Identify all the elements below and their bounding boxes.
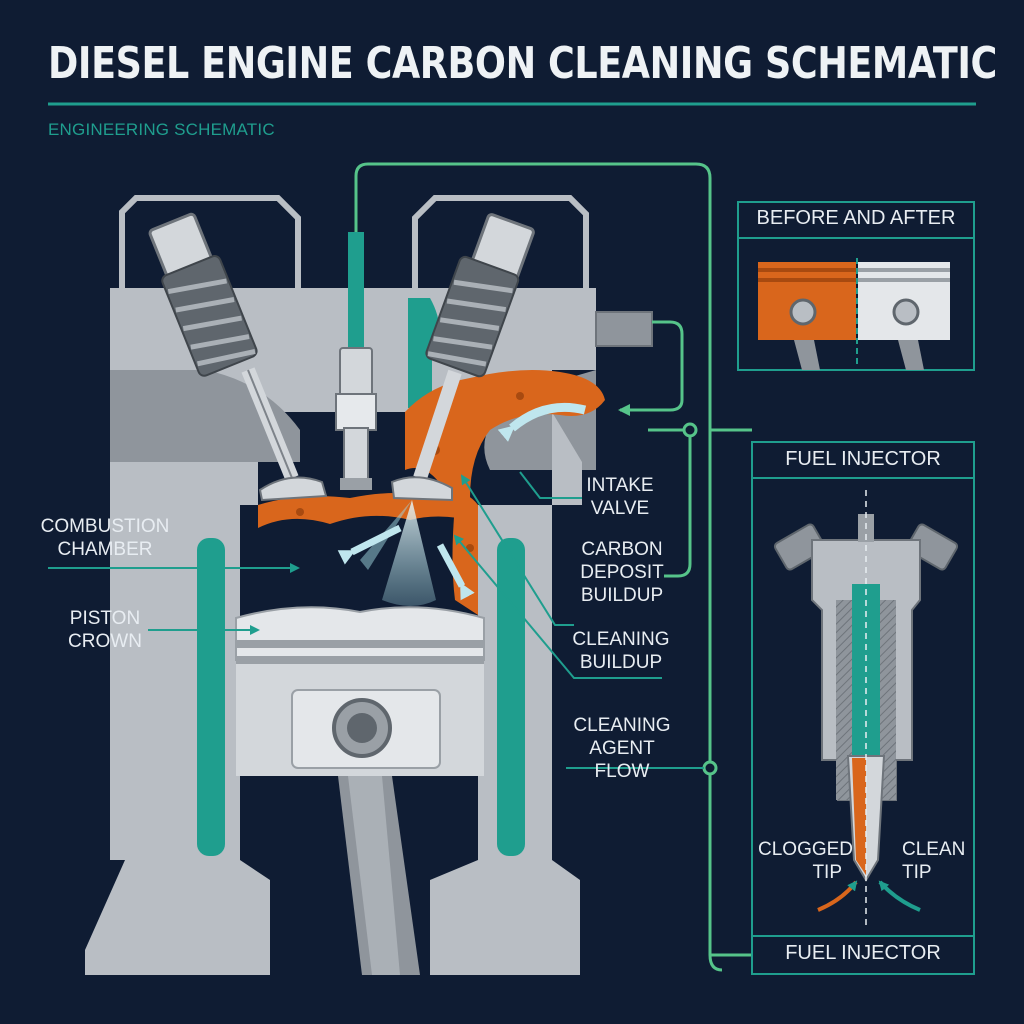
valve-left <box>148 212 328 502</box>
label-clogged-tip: CLOGGED TIP <box>758 839 854 883</box>
injector-panel-footer: FUEL INJECTOR <box>785 942 941 964</box>
label-piston-crown: PISTON CROWN <box>68 608 142 652</box>
injector-panel-title: FUEL INJECTOR <box>785 448 941 470</box>
label-intake-valve: INTAKE VALVE <box>586 475 654 519</box>
label-cleaning-buildup: CLEANING BUILDUP <box>572 629 670 673</box>
cleaning-spray <box>337 402 587 606</box>
label-clean-tip: CLEAN TIP <box>902 839 966 883</box>
label-carbon-deposit: CARBON DEPOSIT BUILDUP <box>580 539 664 606</box>
valve-right <box>390 213 535 502</box>
center-injector <box>335 232 377 490</box>
cylinder-walls <box>85 412 582 975</box>
piston <box>235 606 485 975</box>
before-after-title: BEFORE AND AFTER <box>756 207 956 229</box>
leader-lines <box>48 471 704 769</box>
label-combustion-chamber: COMBUSTION CHAMBER <box>40 516 170 560</box>
fuel-injector-panel <box>751 441 975 975</box>
label-cleaning-agent-flow: CLEANING AGENT FLOW <box>573 715 671 782</box>
flow-lines <box>354 162 752 972</box>
before-after-panel <box>737 201 975 371</box>
page-subtitle: ENGINEERING SCHEMATIC <box>48 120 275 139</box>
page-title: DIESEL ENGINE CARBON CLEANING SCHEMATIC <box>48 38 997 89</box>
